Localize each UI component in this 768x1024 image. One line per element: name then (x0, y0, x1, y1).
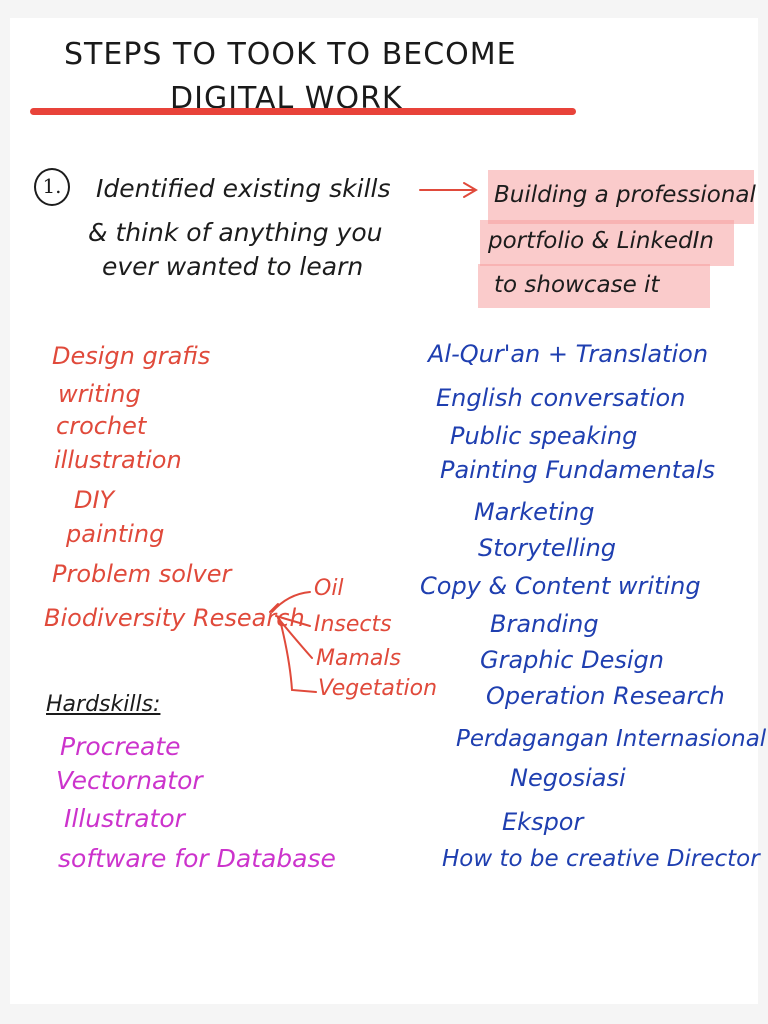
learn-item-3: Public speaking (450, 422, 638, 450)
hardskill-3: Illustrator (64, 804, 185, 833)
hardskill-4: software for Database (58, 844, 336, 873)
highlight-band-2 (480, 220, 734, 266)
step-text-line-1: Identified existing skills (96, 174, 391, 203)
learn-item-10: Operation Research (486, 682, 725, 710)
learn-item-11: Perdagangan Internasional (456, 726, 767, 752)
learn-item-5: Marketing (474, 498, 595, 526)
learn-item-12: Negosiasi (510, 764, 626, 792)
step-number-circle: 1. (34, 168, 70, 206)
highlight-band-3 (478, 264, 710, 308)
hardskill-1: Procreate (60, 732, 181, 761)
learn-item-4: Painting Fundamentals (440, 456, 716, 484)
learn-item-13: Ekspor (502, 808, 584, 836)
step-text-line-3: ever wanted to learn (102, 252, 364, 281)
learn-item-6: Storytelling (478, 534, 617, 562)
existing-skill-1: Design grafis (52, 342, 211, 370)
step-number: 1. (42, 174, 62, 198)
learn-item-7: Copy & Content writing (420, 572, 701, 600)
hardskill-2: Vectornator (56, 766, 203, 795)
step-text-line-2: & think of anything you (88, 218, 383, 247)
result-line-3: to showcase it (494, 272, 660, 298)
highlight-band-1 (488, 170, 754, 224)
title-line-1: STEPS TO TOOK TO BECOME (64, 37, 517, 72)
learn-item-14: How to be creative Director (442, 846, 760, 872)
existing-skill-4: illustration (54, 446, 182, 474)
existing-skill-8: Biodiversity Research (44, 604, 305, 632)
result-line-1: Building a professional (494, 182, 756, 208)
existing-skill-7: Problem solver (52, 560, 232, 588)
learn-item-9: Graphic Design (480, 646, 664, 674)
existing-skill-5: DIY (74, 486, 115, 514)
hardskills-label: Hardskills: (46, 692, 161, 717)
research-branch-1: Oil (314, 576, 344, 601)
research-branch-3: Mamals (316, 646, 401, 671)
learn-item-1: Al-Qur'an + Translation (428, 340, 709, 368)
existing-skill-3: crochet (56, 412, 147, 440)
existing-skill-2: writing (58, 380, 141, 408)
research-branch-2: Insects (314, 612, 392, 637)
existing-skill-6: painting (66, 520, 165, 548)
research-branch-4: Vegetation (318, 676, 438, 701)
learn-item-2: English conversation (436, 384, 686, 412)
learn-item-8: Branding (490, 610, 599, 638)
title-underline (30, 108, 576, 115)
result-line-2: portfolio & LinkedIn (488, 228, 714, 254)
